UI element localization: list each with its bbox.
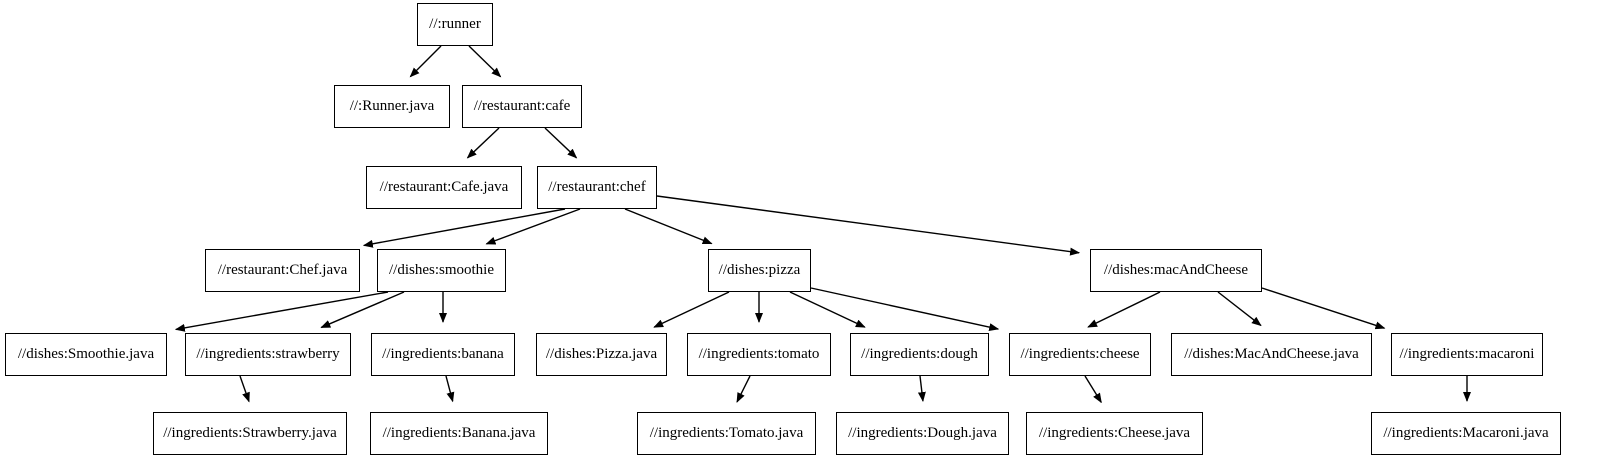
graph-edge-dishes_smoothie-to-ing_strawberry <box>320 291 405 329</box>
graph-node-label: //:runner <box>429 16 481 32</box>
graph-node-restaurant_cafe[interactable]: //restaurant:cafe <box>462 85 582 128</box>
graph-node-strawberry_java[interactable]: //ingredients:Strawberry.java <box>153 412 347 455</box>
graph-node-label: //restaurant:Chef.java <box>217 262 348 278</box>
graph-node-label: //dishes:smoothie <box>389 262 494 278</box>
graph-node-label: //dishes:pizza <box>718 262 801 278</box>
graph-edge-ing_strawberry-to-strawberry_java <box>239 375 250 403</box>
graph-edge-ing_cheese-to-cheese_java <box>1084 375 1102 404</box>
graph-node-dishes_smoothie[interactable]: //dishes:smoothie <box>377 249 506 292</box>
graph-node-label: //:Runner.java <box>349 98 435 114</box>
graph-node-label: //dishes:Pizza.java <box>545 346 658 362</box>
graph-node-tomato_java[interactable]: //ingredients:Tomato.java <box>637 412 816 455</box>
graph-node-ing_cheese[interactable]: //ingredients:cheese <box>1009 333 1151 376</box>
graph-node-macaroni_java[interactable]: //ingredients:Macaroni.java <box>1371 412 1561 455</box>
graph-edge-dishes_smoothie-to-smoothie_java <box>174 291 389 332</box>
graph-node-ing_strawberry[interactable]: //ingredients:strawberry <box>185 333 351 376</box>
graph-node-label: //ingredients:Macaroni.java <box>1383 425 1549 441</box>
graph-edge-ing_tomato-to-tomato_java <box>736 375 751 403</box>
graph-node-banana_java[interactable]: //ingredients:Banana.java <box>370 412 548 455</box>
graph-edge-dishes_pizza-to-pizza_java <box>653 291 730 328</box>
graph-node-label: //ingredients:cheese <box>1020 346 1140 362</box>
graph-node-label: //restaurant:chef <box>548 179 646 195</box>
graph-node-label: //restaurant:cafe <box>473 98 571 114</box>
graph-edge-dishes_pizza-to-ing_cheese <box>810 287 1000 332</box>
graph-node-label: //ingredients:tomato <box>698 346 820 362</box>
graph-node-label: //ingredients:banana <box>382 346 504 362</box>
graph-node-cheese_java[interactable]: //ingredients:Cheese.java <box>1026 412 1203 455</box>
graph-edge-restaurant_chef-to-chef_java <box>362 208 566 248</box>
graph-node-label: //ingredients:dough <box>861 346 978 362</box>
graph-node-label: //ingredients:Strawberry.java <box>163 425 337 441</box>
graph-node-restaurant_chef[interactable]: //restaurant:chef <box>537 166 657 209</box>
graph-edge-dishes_macandcheese-to-ing_cheese <box>1087 291 1161 328</box>
graph-node-label: //dishes:MacAndCheese.java <box>1184 346 1359 362</box>
graph-edge-dishes_macandcheese-to-ing_macaroni <box>1261 287 1386 330</box>
graph-node-macandcheese_java[interactable]: //dishes:MacAndCheese.java <box>1171 333 1372 376</box>
graph-node-label: //ingredients:macaroni <box>1399 346 1535 362</box>
graph-node-label: //ingredients:Cheese.java <box>1038 425 1191 441</box>
graph-edge-ing_dough-to-dough_java <box>917 375 926 403</box>
graph-edge-restaurant_chef-to-dishes_smoothie <box>485 208 581 245</box>
graph-edge-dishes_macandcheese-to-macandcheese_java <box>1217 291 1262 327</box>
graph-node-chef_java[interactable]: //restaurant:Chef.java <box>205 249 360 292</box>
graph-node-smoothie_java[interactable]: //dishes:Smoothie.java <box>5 333 167 376</box>
graph-node-cafe_java[interactable]: //restaurant:Cafe.java <box>366 166 522 209</box>
graph-node-runner[interactable]: //:runner <box>417 3 493 46</box>
graph-node-runner_java[interactable]: //:Runner.java <box>334 85 450 128</box>
graph-edge-restaurant_chef-to-dishes_pizza <box>624 208 713 245</box>
graph-edge-restaurant_chef-to-dishes_macandcheese <box>656 195 1081 256</box>
graph-edge-restaurant_cafe-to-restaurant_chef <box>544 127 578 159</box>
graph-node-label: //ingredients:strawberry <box>196 346 340 362</box>
graph-node-label: //ingredients:Banana.java <box>382 425 536 441</box>
graph-node-ing_macaroni[interactable]: //ingredients:macaroni <box>1391 333 1543 376</box>
graph-node-dough_java[interactable]: //ingredients:Dough.java <box>836 412 1009 455</box>
graph-node-label: //restaurant:Cafe.java <box>379 179 509 195</box>
graph-edge-restaurant_cafe-to-cafe_java <box>466 127 500 159</box>
graph-node-label: //ingredients:Tomato.java <box>649 425 804 441</box>
graph-node-pizza_java[interactable]: //dishes:Pizza.java <box>536 333 667 376</box>
graph-edge-dishes_pizza-to-ing_dough <box>789 291 866 328</box>
graph-edge-runner-to-runner_java <box>409 45 442 78</box>
graph-node-label: //dishes:macAndCheese <box>1103 262 1249 278</box>
graph-edge-runner-to-restaurant_cafe <box>468 45 502 78</box>
graph-node-dishes_macandcheese[interactable]: //dishes:macAndCheese <box>1090 249 1262 292</box>
graph-node-ing_dough[interactable]: //ingredients:dough <box>850 333 989 376</box>
graph-node-ing_tomato[interactable]: //ingredients:tomato <box>687 333 831 376</box>
graph-node-label: //dishes:Smoothie.java <box>17 346 155 362</box>
graph-node-dishes_pizza[interactable]: //dishes:pizza <box>708 249 811 292</box>
graph-edge-ing_banana-to-banana_java <box>445 375 455 403</box>
graph-node-label: //ingredients:Dough.java <box>848 425 997 441</box>
graph-node-ing_banana[interactable]: //ingredients:banana <box>371 333 515 376</box>
